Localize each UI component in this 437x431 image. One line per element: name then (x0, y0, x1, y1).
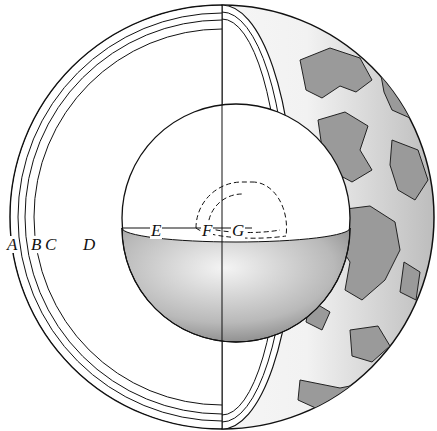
layer-letter: B (30, 236, 42, 253)
layer-letter: C (44, 236, 57, 253)
layer-letter: A (6, 236, 18, 253)
layer-letter: D (82, 236, 96, 253)
core-hemisphere (122, 228, 350, 342)
cut-face-left (11, 6, 222, 428)
inner-core (196, 182, 287, 238)
layer-letter: E (150, 222, 162, 239)
axis-line (222, 5, 223, 429)
layer-letter: F (201, 222, 213, 239)
globe-outline (10, 5, 434, 429)
layer-letter: G (231, 222, 245, 239)
